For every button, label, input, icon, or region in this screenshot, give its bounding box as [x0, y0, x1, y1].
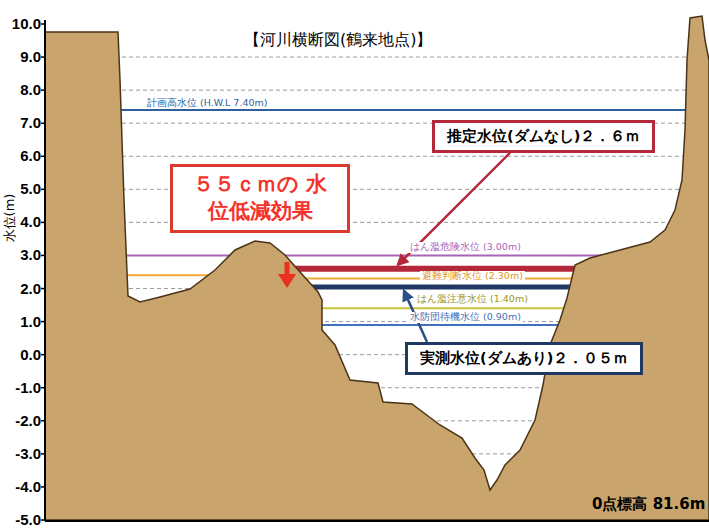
level-callout: 実測水位(ダムあり)２．０５ｍ	[405, 342, 643, 375]
level-label: 計画高水位 (H.W.L 7.40m)	[145, 98, 269, 109]
water-level-line	[300, 324, 600, 326]
tick-label: -2.0	[1, 412, 41, 429]
callout-text: ５５ｃｍの 水位低減効果	[190, 171, 330, 226]
axis-tick	[41, 189, 45, 191]
level-label: はん濫危険水位 (3.00m)	[408, 242, 523, 253]
tick-label: 1.0	[1, 313, 41, 330]
x-axis	[45, 520, 709, 522]
water-level-line	[45, 109, 709, 111]
level-label: はん濫注意水位 (1.40m)	[415, 294, 530, 305]
tick-label: 4.0	[1, 213, 41, 230]
water-level-line	[300, 284, 600, 289]
grid-line	[45, 156, 709, 157]
tick-label: 3.0	[1, 246, 41, 263]
tick-label: 9.0	[1, 48, 41, 65]
level-label: 水防団待機水位 (0.90m)	[408, 312, 523, 323]
axis-tick	[41, 387, 45, 389]
axis-tick	[41, 156, 45, 158]
axis-tick	[41, 89, 45, 91]
axis-tick	[41, 222, 45, 224]
tick-label: 2.0	[1, 280, 41, 297]
axis-tick	[41, 23, 45, 25]
axis-tick	[41, 56, 45, 58]
axis-tick	[41, 122, 45, 124]
axis-tick	[41, 321, 45, 323]
tick-label: 7.0	[1, 114, 41, 131]
tick-label: 10.0	[1, 15, 41, 32]
level-callout: 推定水位(ダムなし)２．６ｍ	[432, 120, 655, 153]
axis-tick	[41, 255, 45, 257]
tick-label: -4.0	[1, 478, 41, 495]
tick-label: 8.0	[1, 81, 41, 98]
axis-tick	[41, 486, 45, 488]
title: 【河川横断図(鶴来地点)】	[244, 30, 432, 51]
tick-label: -3.0	[1, 445, 41, 462]
axis-tick	[41, 354, 45, 356]
tick-label: -1.0	[1, 379, 41, 396]
datum-note: 0点標高 81.6m	[592, 496, 705, 513]
grid-line	[45, 90, 709, 91]
axis-tick	[41, 420, 45, 422]
water-level-line	[300, 307, 600, 309]
tick-label: 6.0	[1, 147, 41, 164]
effect-callout: ５５ｃｍの 水位低減効果	[170, 164, 350, 233]
tick-label: -5.0	[1, 511, 41, 528]
callout-text: 実測水位(ダムあり)２．０５ｍ	[420, 349, 628, 368]
level-label: 避難判断水位 (2.30m)	[420, 271, 525, 282]
tick-label: 0.0	[1, 346, 41, 363]
reduction-arrow-head	[278, 274, 296, 288]
callout-text: 推定水位(ダムなし)２．６ｍ	[447, 127, 640, 146]
axis-tick	[41, 519, 45, 521]
grid-line	[45, 189, 709, 190]
y-axis	[44, 20, 46, 521]
tick-label: 5.0	[1, 180, 41, 197]
reduction-arrow	[285, 262, 290, 276]
axis-tick	[41, 288, 45, 290]
terrain-profile	[45, 16, 709, 520]
axis-title: 水位(m)	[1, 194, 19, 243]
grid-line	[45, 222, 709, 223]
grid-line	[45, 57, 709, 58]
axis-tick	[41, 453, 45, 455]
